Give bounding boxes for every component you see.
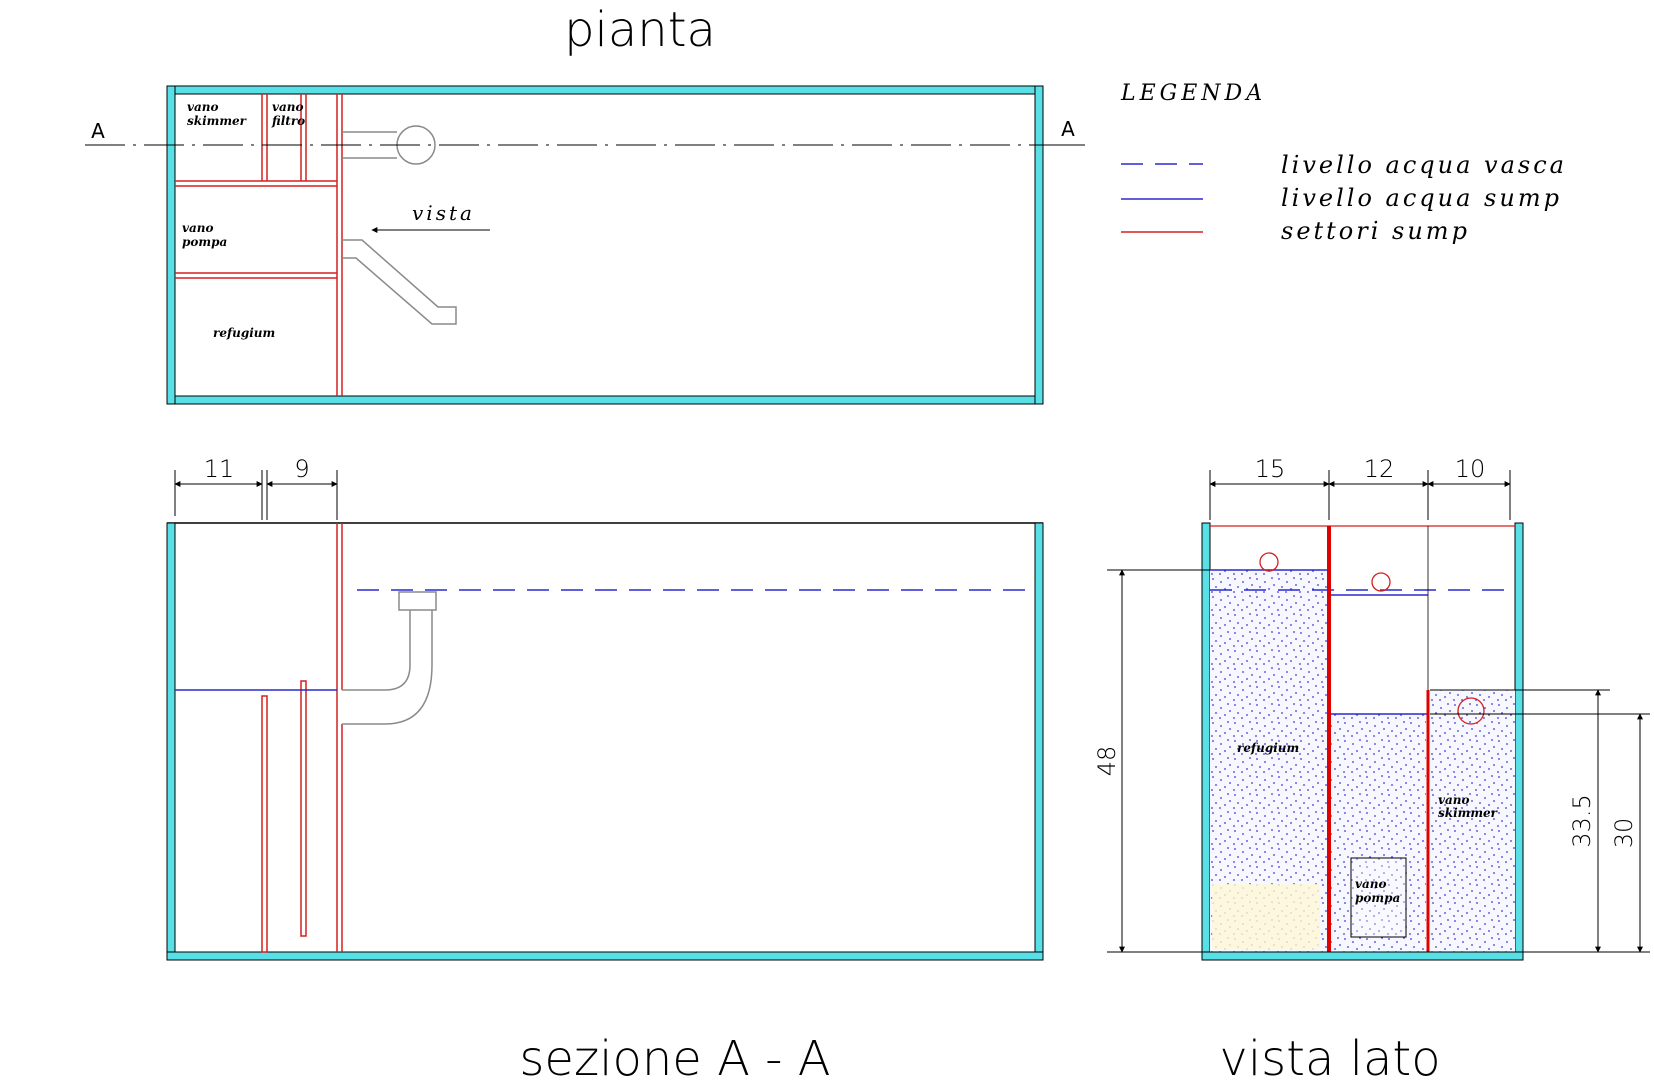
plan-label-filter-2: filtro (271, 114, 305, 128)
side-float-1 (1259, 552, 1279, 572)
side-pump-box (1350, 857, 1407, 938)
side-float-2 (1371, 572, 1391, 592)
section-overflow-pipe (342, 591, 437, 725)
plan-overflow-pipe (342, 125, 457, 325)
side-label-skimmer-1: vano (1438, 793, 1469, 807)
plan-label-skimmer-1: vano (187, 100, 218, 114)
side-water-pump (1331, 714, 1426, 952)
side-dim-top-2: 12 (1364, 455, 1395, 483)
section-mark-right: A (1061, 117, 1075, 141)
plan-label-pump-1: vano (182, 221, 213, 235)
side-glass-left (1201, 522, 1211, 961)
legend-title: LEGENDA (1120, 81, 1266, 106)
plan-label-filter-1: vano (272, 100, 303, 114)
legend-label-tank-level: livello acqua vasca (1281, 151, 1567, 179)
section-view-title: sezione A - A (519, 1031, 830, 1080)
side-label-skimmer-2: skimmer (1438, 806, 1499, 820)
side-label-pump-2: pompa (1355, 891, 1400, 905)
legend: LEGENDA livello acqua vasca livello acqu… (1120, 81, 1567, 245)
legend-label-sump-level: livello acqua sump (1281, 184, 1562, 212)
plan-glass-top (166, 85, 1044, 95)
plan-view: A A vano skimmer vano filtro vano pompa … (85, 85, 1085, 405)
section-partitions (261, 523, 343, 953)
plan-partitions (175, 94, 343, 396)
view-direction-label: vista (412, 201, 475, 225)
side-glass-bottom (1201, 951, 1524, 961)
legend-label-partitions: settori sump (1281, 217, 1470, 245)
side-glass-right (1514, 522, 1524, 961)
side-top-dimensions (1209, 470, 1511, 520)
section-dim-2: 9 (294, 455, 309, 483)
plan-label-refugium: refugium (213, 326, 275, 340)
section-glass-bottom (166, 951, 1044, 961)
plan-glass-left (166, 85, 176, 405)
side-dim-height-low: 30 (1610, 818, 1638, 849)
side-view-title: vista lato (1219, 1031, 1440, 1080)
side-label-pump-1: vano (1355, 877, 1386, 891)
side-dim-top-1: 15 (1255, 455, 1286, 483)
section-dimensions (174, 470, 338, 520)
section-view: 11 9 (166, 455, 1044, 961)
section-glass-left (166, 522, 176, 961)
section-mark-left: A (91, 119, 105, 143)
plan-label-pump-2: pompa (182, 235, 227, 249)
plan-glass-right (1034, 85, 1044, 405)
side-dim-height-total: 48 (1093, 746, 1121, 777)
section-dim-1: 11 (204, 455, 235, 483)
section-glass-right (1034, 522, 1044, 961)
side-float-3 (1457, 697, 1485, 725)
plan-view-title: pianta (564, 2, 716, 58)
plan-label-skimmer-2: skimmer (187, 114, 248, 128)
side-view: refugium vano skimmer vano pompa 15 12 1… (1093, 455, 1650, 961)
side-label-refugium: refugium (1237, 741, 1299, 755)
side-water-skimmer (1430, 690, 1515, 952)
plan-glass-bottom (166, 395, 1044, 405)
side-dim-height-mid: 33.5 (1568, 794, 1596, 847)
side-substrate (1212, 884, 1320, 950)
side-height-dimensions (1107, 569, 1650, 953)
side-dim-top-3: 10 (1455, 455, 1486, 483)
